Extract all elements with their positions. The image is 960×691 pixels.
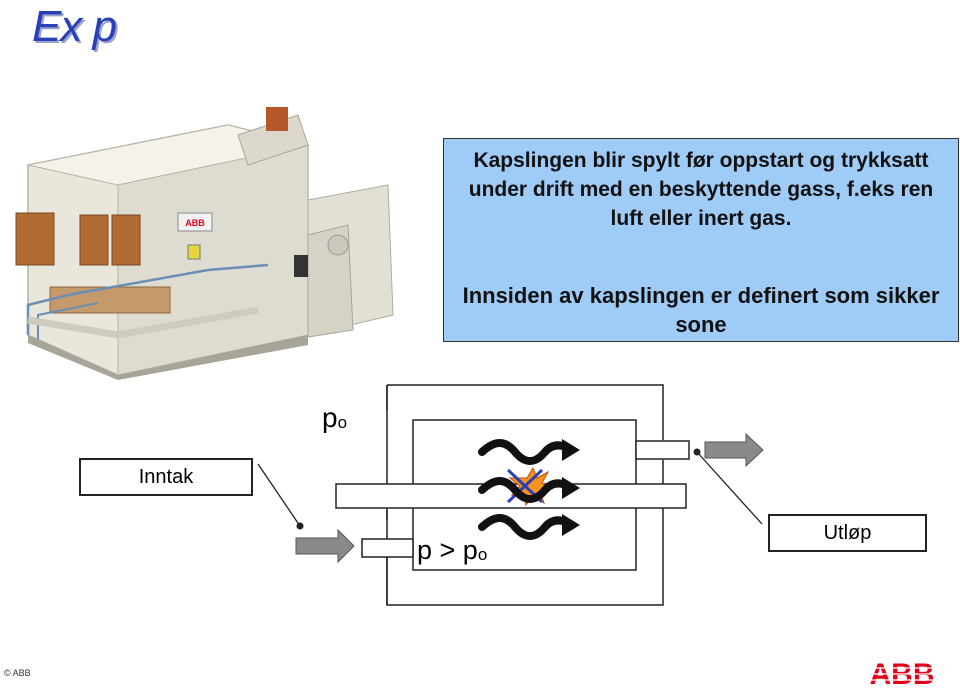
machine-badge-text: ABB	[185, 218, 205, 228]
pressurization-diagram	[257, 384, 764, 606]
outlet-nozzle	[635, 440, 690, 460]
outlet-label-box: Utløp	[768, 514, 927, 552]
inlet-nozzle	[361, 538, 414, 558]
motor-enclosure-illustration: ABB	[15, 107, 394, 380]
abb-logo-text: ABB	[870, 658, 935, 688]
slide-title: Ex p	[32, 2, 117, 51]
p0-sub: o	[337, 413, 348, 432]
gas-flow-wave-2	[478, 477, 572, 503]
pgt-main: p > p	[417, 535, 478, 565]
intake-leader-line	[257, 463, 301, 527]
outlet-arrow	[704, 432, 764, 468]
pgt-sub: o	[477, 545, 488, 564]
info-box: Kapslingen blir spylt før oppstart og tr…	[443, 138, 959, 342]
abb-logo: ABB	[868, 658, 936, 688]
gas-flow-wave-1	[478, 439, 572, 465]
ambient-pressure-label: po	[322, 402, 347, 434]
info-text-safe-zone: Innsiden av kapslingen er definert som s…	[462, 283, 940, 337]
outlet-label: Utløp	[823, 521, 872, 544]
outlet-leader-line	[696, 451, 763, 525]
intake-label-box: Inntak	[79, 458, 253, 496]
info-text-purge: Kapslingen blir spylt før oppstart og tr…	[468, 149, 934, 230]
p0-main: p	[322, 402, 338, 433]
inlet-arrow	[295, 528, 355, 564]
copyright-text: © ABB	[4, 668, 31, 678]
enclosure-outline	[386, 384, 664, 606]
intake-label: Inntak	[138, 465, 194, 488]
gas-flow-wave-3	[478, 514, 572, 540]
internal-pressure-label: p > po	[417, 535, 487, 566]
